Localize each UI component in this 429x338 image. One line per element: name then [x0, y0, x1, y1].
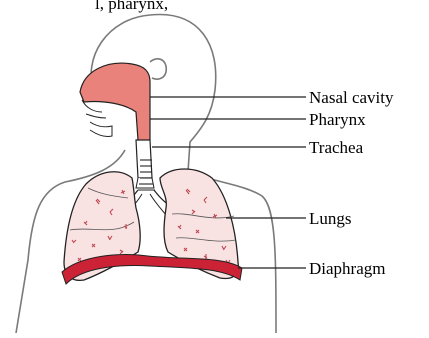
label-pharynx: Pharynx: [309, 110, 366, 129]
label-diaphragm: Diaphragm: [309, 259, 385, 278]
label-trachea: Trachea: [309, 138, 364, 157]
nasal-cavity-shape: [80, 63, 150, 145]
label-nasal-cavity: Nasal cavity: [309, 88, 394, 107]
caption-fragment: l, pharynx,: [95, 0, 415, 14]
label-lungs: Lungs: [309, 209, 352, 228]
